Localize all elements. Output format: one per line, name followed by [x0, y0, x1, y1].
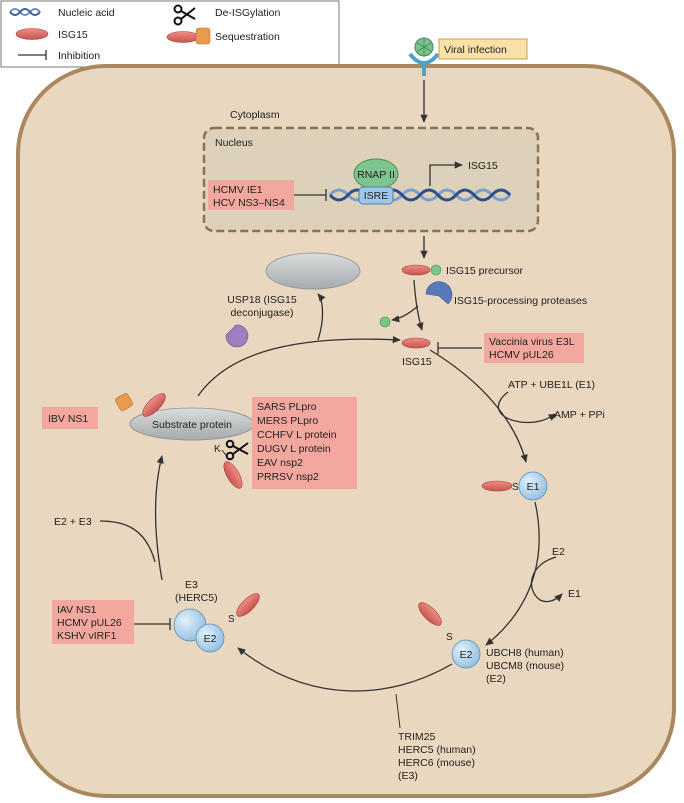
- usp18-label-2: deconjugase): [230, 307, 293, 319]
- inhibition-e3: [134, 618, 171, 630]
- e2-e3-release-label: E2 + E3: [54, 516, 92, 528]
- maturation-inhibitor-box: [484, 333, 584, 363]
- deisg-protease-6: PRRSV nsp2: [257, 471, 319, 483]
- e2-small-label: E2: [204, 633, 217, 645]
- ibv-box: [42, 407, 98, 429]
- amp-label: AMP + PPi: [554, 409, 605, 421]
- processing-proteases-label: ISG15-processing proteases: [454, 295, 587, 307]
- usp18-label-1: USP18 (ISG15: [227, 294, 297, 306]
- e2-name-1: UBCH8 (human): [486, 647, 564, 659]
- legend-de-isgylation: De-ISGylation: [215, 7, 281, 19]
- legend-isg15: ISG15: [58, 29, 88, 41]
- isg15-mature-label: ISG15: [402, 356, 432, 368]
- cytoplasm-label: Cytoplasm: [230, 109, 280, 121]
- e2-thioester-s: S: [446, 632, 453, 643]
- substrate-label: Substrate protein: [152, 419, 232, 431]
- sequestration-legend-icon: [166, 27, 211, 45]
- e3-inhibitor-box: [52, 600, 134, 644]
- usp18-icon: [225, 324, 249, 348]
- virus-icon: [408, 37, 440, 76]
- degradation-arrow: [317, 293, 326, 341]
- legend-nucleic-acid: Nucleic acid: [58, 7, 115, 19]
- deisg-protease-5: EAV nsp2: [257, 457, 303, 469]
- viral-infection-box: [438, 38, 528, 60]
- e3-inhibitor-1: IAV NS1: [57, 604, 97, 616]
- nuclear-inhibitor-1: HCMV IE1: [213, 184, 263, 196]
- e3-inhibitor-2: HCMV pUL26: [57, 617, 122, 629]
- e3-inhibitor-3: KSHV vIRF1: [57, 630, 117, 642]
- e3-label-1: E3: [185, 579, 198, 591]
- deisg-protease-3: CCHFV L protein: [257, 429, 337, 441]
- ibv-sequester-icon: [115, 393, 133, 411]
- conjugated-isg15-icon: [223, 461, 243, 489]
- protease-icon: [425, 281, 453, 305]
- deisg-protease-1: SARS PLpro: [257, 401, 317, 413]
- deisg-protease-2: MERS PLpro: [257, 415, 318, 427]
- isg15-precursor-label: ISG15 precursor: [446, 265, 524, 277]
- isg15-gene-label: ISG15: [468, 160, 498, 172]
- ligation-arrow: [154, 455, 164, 581]
- maturation-inhibitor-1: Vaccinia virus E3L: [489, 336, 575, 348]
- e2-label: E2: [460, 649, 473, 661]
- rnap-label: RNAP II: [357, 169, 395, 181]
- isg15-on-e1-icon: [481, 480, 513, 492]
- ibv-label: IBV NS1: [48, 413, 88, 425]
- activation-arrow: [429, 349, 528, 463]
- deisg-protease-box: [252, 397, 357, 489]
- isg15-on-e2-icon: [418, 602, 442, 626]
- lysine-label: K: [214, 444, 221, 455]
- isg15-on-e3-icon: [236, 593, 260, 617]
- de-isgylation-scissors-icon: [225, 439, 249, 461]
- e2-name-2: UBCM8 (mouse): [486, 660, 564, 672]
- inhibition-nuclear: [294, 189, 327, 201]
- isg15-legend-icon: [15, 28, 49, 40]
- legend-sequestration: Sequestration: [215, 31, 280, 43]
- e3-transfer-arrow: [237, 647, 453, 692]
- e2-enzyme: [451, 639, 481, 669]
- sequestered-isg15-icon: [142, 393, 166, 417]
- isg15-precursor-icon: [401, 264, 431, 276]
- e2-e1-exchange-arrow: [531, 556, 563, 603]
- nucleus-label: Nucleus: [215, 137, 253, 149]
- transcription-arrow: [429, 161, 463, 186]
- legend: Nucleic acid ISG15 Inhibition De-ISGylat…: [0, 0, 340, 68]
- deconjugation-arc: [197, 336, 401, 397]
- e3-name-2: HERC5 (human): [398, 744, 476, 756]
- scissors-icon: [173, 4, 196, 26]
- e2-in-label: E2: [552, 546, 565, 558]
- e2-name-3: (E2): [486, 673, 506, 685]
- cleavage-arrow: [391, 305, 419, 323]
- e3-name-3: HERC6 (mouse): [398, 757, 475, 769]
- isre: [358, 186, 394, 205]
- isre-label: ISRE: [364, 190, 389, 202]
- legend-inhibition: Inhibition: [58, 50, 100, 62]
- precursor-tail-icon: [430, 264, 442, 276]
- nuclear-inhibitor-2: HCV NS3–NS4: [213, 197, 285, 209]
- cleaved-tail-icon: [379, 316, 391, 328]
- atp-label: ATP + UBE1L (E1): [508, 379, 595, 391]
- e3-label-2: (HERC5): [175, 592, 218, 604]
- inhibition-maturation: [437, 342, 482, 354]
- e3-name-1: TRIM25: [398, 731, 436, 743]
- e3-thioester-s: S: [228, 614, 235, 625]
- release-arrow: [99, 520, 156, 563]
- nucleic-acid-icon: [9, 8, 41, 16]
- viral-infection-label: Viral infection: [444, 44, 507, 56]
- degradation-ellipse: [265, 252, 361, 290]
- nuclear-inhibitor-box: [208, 180, 294, 210]
- isg15-mature-icon: [401, 337, 431, 349]
- e2-small-enzyme: [195, 623, 225, 653]
- e1-out-label: E1: [568, 588, 581, 600]
- atp-amp-arrow: [497, 391, 557, 424]
- e3-leader-line: [395, 693, 401, 729]
- e1-label: E1: [527, 481, 540, 493]
- maturation-inhibitor-2: HCMV pUL26: [489, 349, 554, 361]
- e1-enzyme: [518, 471, 548, 501]
- inhibition-legend-icon: [18, 50, 47, 60]
- deisg-protease-4: DUGV L protein: [257, 443, 331, 455]
- e3-name-4: (E3): [398, 770, 418, 782]
- e1-thioester-s: S: [512, 482, 519, 493]
